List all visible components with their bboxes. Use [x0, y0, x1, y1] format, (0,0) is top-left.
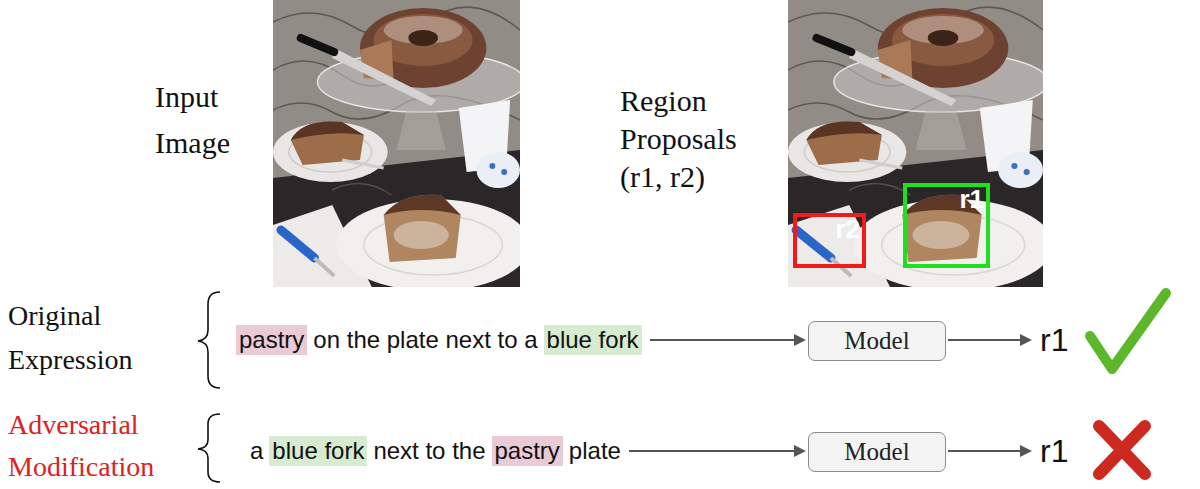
box-label: r1	[959, 186, 984, 212]
curly-brace	[198, 414, 220, 482]
phrase-text: blue fork	[547, 326, 639, 353]
arrow-head	[1020, 334, 1032, 346]
arrow-head	[794, 445, 806, 457]
cross-mark	[1099, 426, 1145, 474]
prediction-label: r1	[1040, 322, 1068, 358]
proposal-box: r2	[793, 213, 866, 268]
check-mark	[1090, 293, 1166, 369]
cross-mark	[1099, 426, 1145, 474]
panel-title: Region Proposals (r1, r2)	[620, 82, 770, 196]
arrow-head	[1020, 445, 1032, 457]
box-label: Model	[844, 327, 909, 355]
highlighted-phrase: pastry	[236, 325, 307, 355]
flow-arrow	[948, 339, 1022, 341]
flow-arrow	[629, 450, 796, 452]
model-box: Model	[808, 432, 946, 472]
box-label: r2	[835, 216, 860, 242]
arrow-head	[794, 334, 806, 346]
expression-text: next to the	[373, 436, 485, 466]
phrase-text: blue fork	[272, 437, 364, 464]
row-title: Adversarial Modification	[8, 404, 193, 488]
proposal-box: r1	[903, 183, 990, 268]
panel-title: Input Image	[155, 74, 267, 166]
highlighted-phrase: pastry	[492, 436, 563, 466]
input-photo	[273, 0, 530, 291]
model-box: Model	[808, 321, 946, 361]
box-label: Model	[844, 438, 909, 466]
prediction-label: r1	[1040, 433, 1068, 469]
proposal-photo	[788, 0, 1053, 291]
expression-text: plate	[569, 436, 621, 466]
expression-text: a	[250, 436, 263, 466]
phrase-text: pastry	[239, 326, 304, 353]
row-title: Original Expression	[8, 294, 193, 382]
flow-arrow	[948, 450, 1022, 452]
highlighted-phrase: blue fork	[544, 325, 642, 355]
highlighted-phrase: blue fork	[269, 436, 367, 466]
expression-text: on the plate next to a	[313, 325, 537, 355]
flow-arrow	[650, 339, 796, 341]
phrase-text: pastry	[495, 437, 560, 464]
curly-brace	[198, 292, 220, 388]
